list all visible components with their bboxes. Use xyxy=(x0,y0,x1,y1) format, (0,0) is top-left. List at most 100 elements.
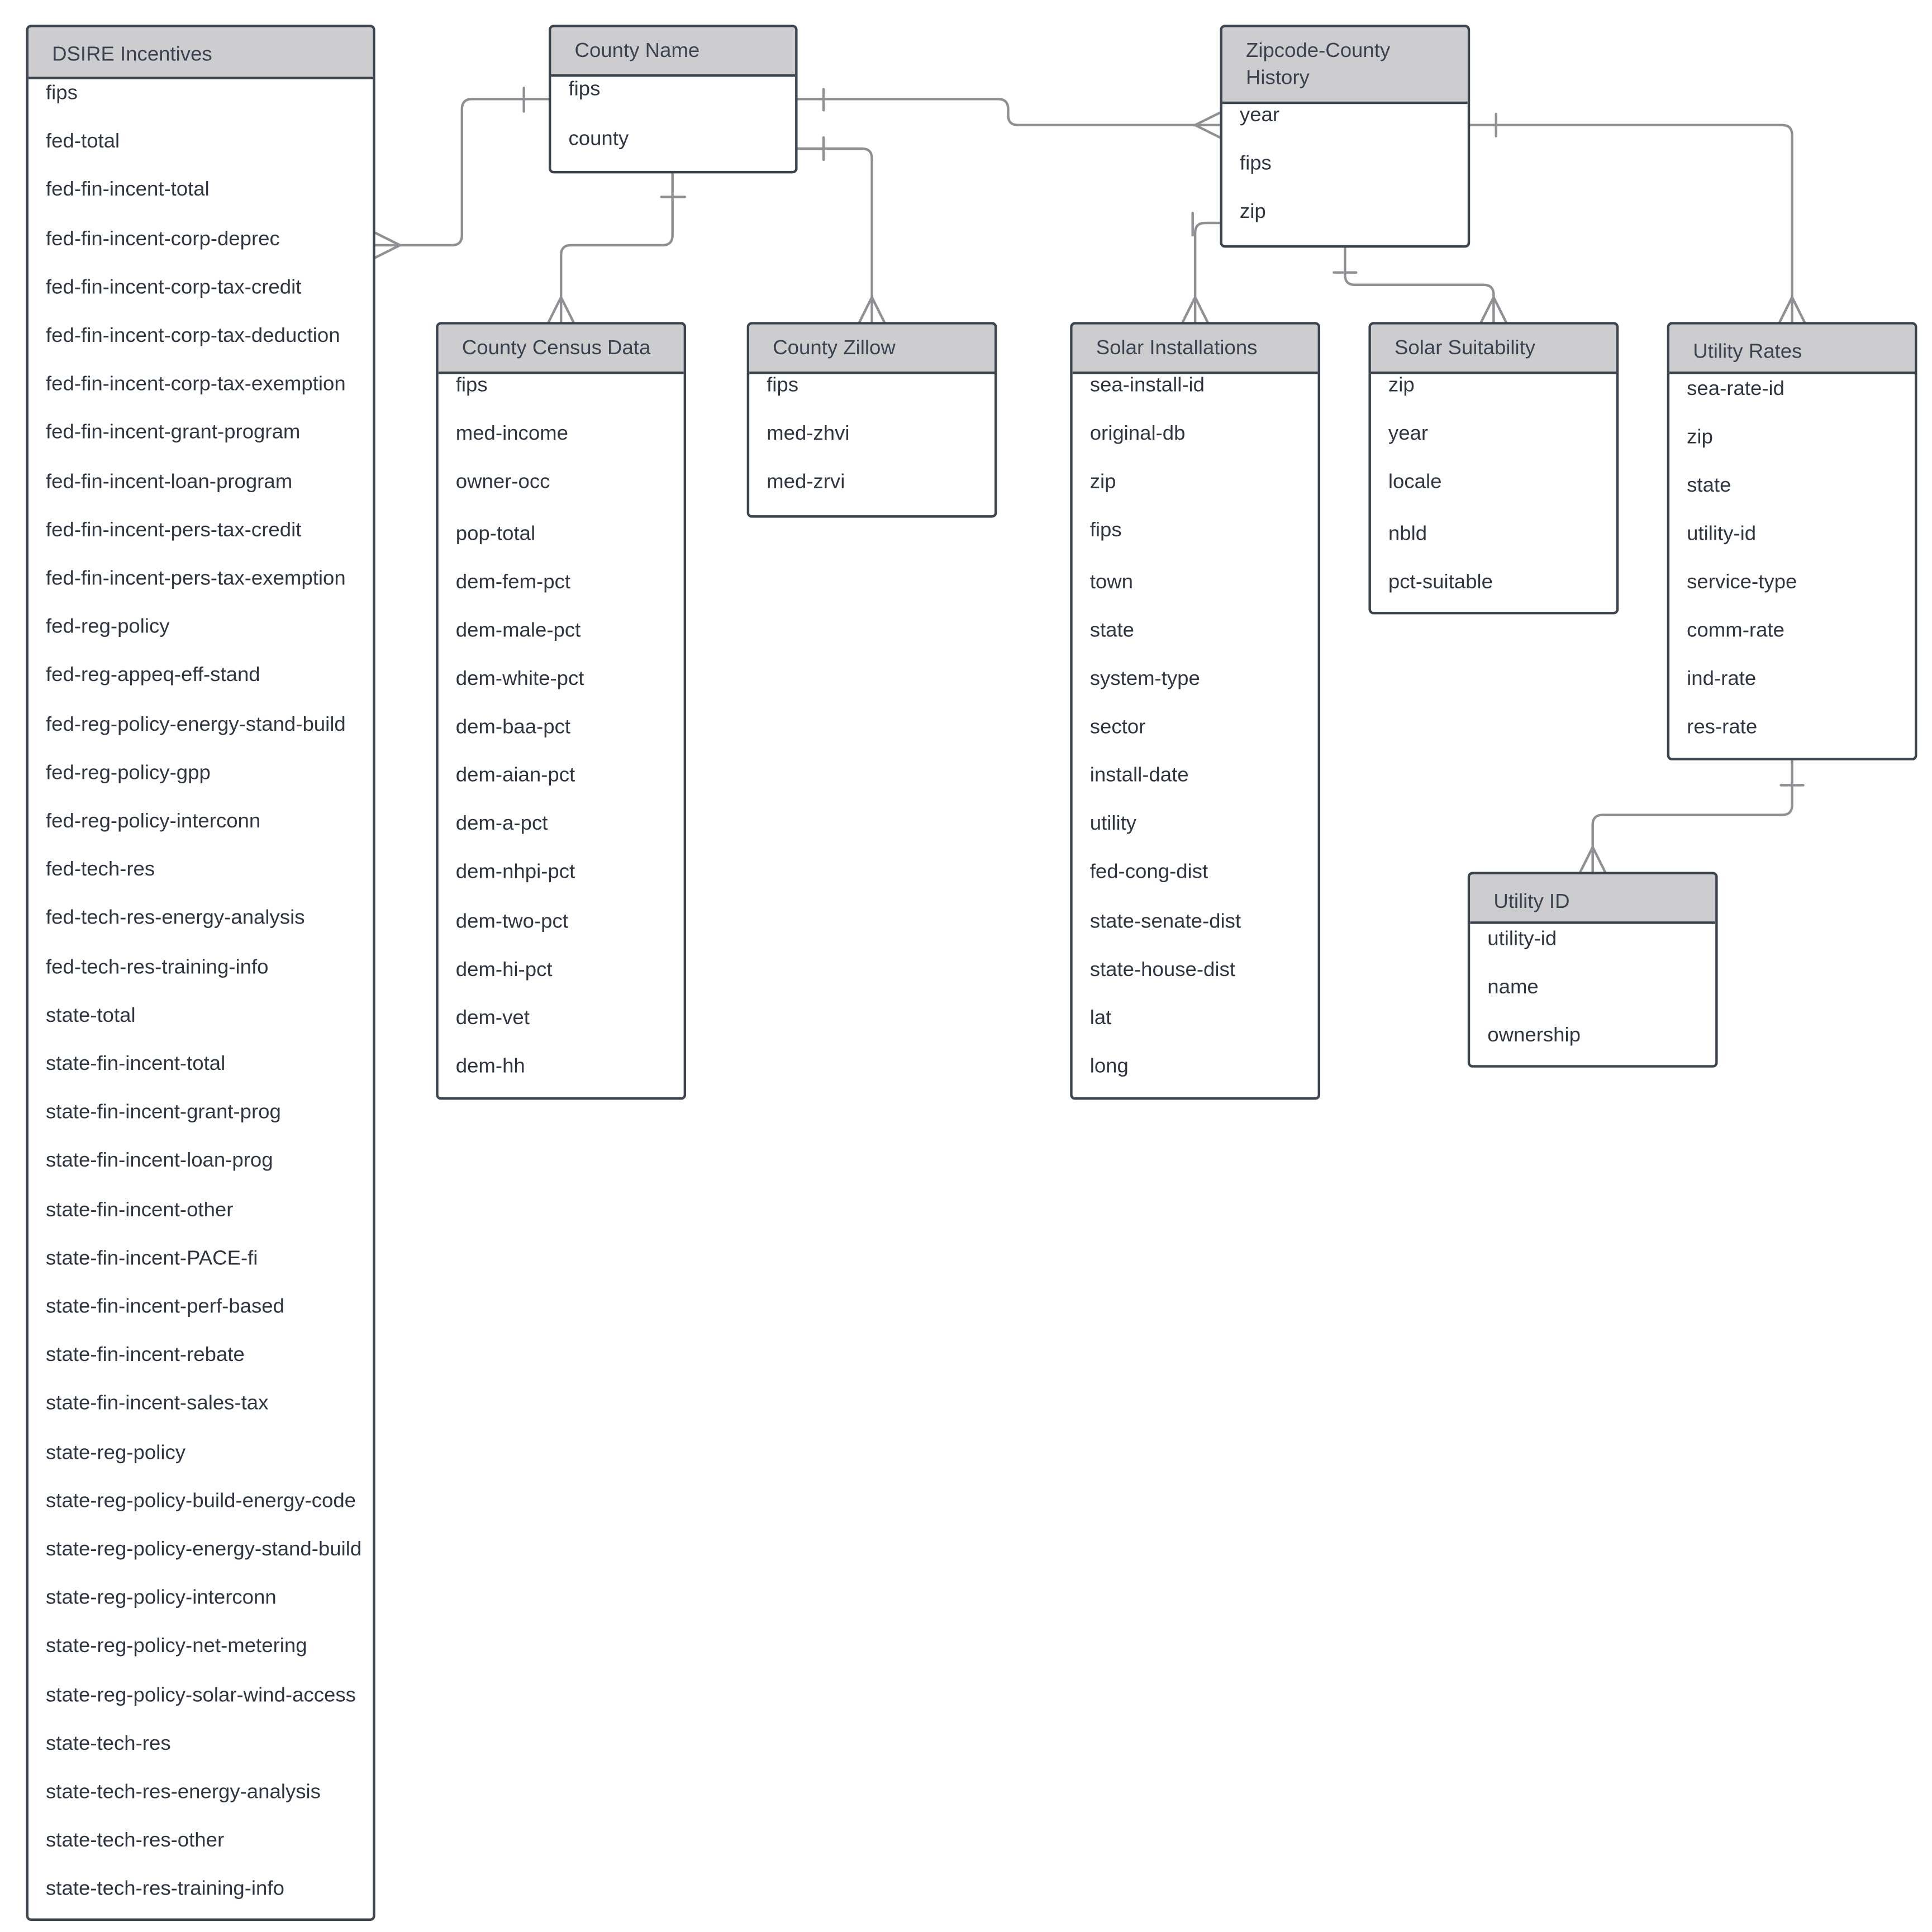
field-dsire-26: state-fin-incent-rebate xyxy=(46,1344,245,1367)
field-dsire-30: state-reg-policy-energy-stand-build xyxy=(46,1538,362,1561)
field-solar-installations-6: system-type xyxy=(1089,667,1200,690)
field-dsire-17: fed-tech-res-energy-analysis xyxy=(46,907,305,930)
relation-county-name-to-dsire xyxy=(374,87,550,259)
field-dsire-1: fed-total xyxy=(46,130,120,153)
field-solar-installations-2: zip xyxy=(1089,470,1116,493)
field-dsire-18: fed-tech-res-training-info xyxy=(46,955,269,978)
field-utility-rates-6: ind-rate xyxy=(1687,667,1757,690)
field-dsire-19: state-total xyxy=(46,1004,136,1027)
field-county-zillow-0: fips xyxy=(767,374,799,397)
field-county-census-3: pop-total xyxy=(455,522,536,545)
field-county-census-10: dem-nhpi-pct xyxy=(455,860,575,883)
field-utility-rates-0: sea-rate-id xyxy=(1687,378,1785,400)
field-dsire-10: fed-fin-incent-pers-tax-exemption xyxy=(46,567,346,590)
field-dsire-5: fed-fin-incent-corp-tax-deduction xyxy=(46,324,340,347)
field-utility-rates-1: zip xyxy=(1687,426,1713,449)
field-solar-suitability-3: nbld xyxy=(1388,522,1427,545)
field-dsire-0: fips xyxy=(46,82,78,104)
field-zip-county-history-1: fips xyxy=(1239,152,1272,175)
field-county-census-14: dem-hh xyxy=(455,1055,525,1078)
field-solar-installations-13: lat xyxy=(1089,1007,1112,1030)
field-dsire-7: fed-fin-incent-grant-program xyxy=(46,421,301,444)
field-county-census-1: med-income xyxy=(455,422,569,445)
utility-id-table[interactable]: Utility ID utility-id name ownership xyxy=(1467,872,1718,1068)
field-dsire-31: state-reg-policy-interconn xyxy=(46,1587,277,1609)
field-dsire-24: state-fin-incent-PACE-fi xyxy=(46,1246,258,1269)
utility-id-title: Utility ID xyxy=(1470,874,1716,924)
field-county-census-11: dem-two-pct xyxy=(455,910,568,933)
field-solar-installations-4: town xyxy=(1089,570,1133,593)
relation-zip-history-to-solar-suitability xyxy=(1333,246,1507,323)
utility-rates-title: Utility Rates xyxy=(1669,324,1915,374)
relation-county-name-to-zillow xyxy=(796,136,886,323)
field-county-census-9: dem-a-pct xyxy=(455,812,548,835)
field-dsire-27: state-fin-incent-sales-tax xyxy=(46,1392,269,1415)
relation-zip-history-to-solar-installations xyxy=(1181,212,1221,323)
solar-installations-title: Solar Installations xyxy=(1072,324,1318,374)
field-solar-installations-11: state-senate-dist xyxy=(1089,910,1241,933)
field-solar-installations-7: sector xyxy=(1089,716,1146,739)
field-solar-installations-3: fips xyxy=(1089,518,1122,541)
field-county-census-6: dem-white-pct xyxy=(455,667,584,690)
field-utility-id-0: utility-id xyxy=(1487,927,1557,950)
field-solar-suitability-0: zip xyxy=(1388,374,1415,397)
field-solar-suitability-1: year xyxy=(1388,422,1429,445)
county-name-title: County Name xyxy=(551,27,796,77)
field-zip-county-history-0: year xyxy=(1239,104,1280,127)
field-dsire-6: fed-fin-incent-corp-tax-exemption xyxy=(46,373,346,396)
zipcode-county-history-table[interactable]: Zipcode-County History year fips zip xyxy=(1220,25,1471,248)
field-utility-rates-7: res-rate xyxy=(1687,716,1758,739)
zipcode-county-history-title: Zipcode-County History xyxy=(1222,27,1468,104)
field-zip-county-history-2: zip xyxy=(1239,201,1266,223)
field-utility-rates-4: service-type xyxy=(1687,570,1797,593)
field-county-census-5: dem-male-pct xyxy=(455,619,581,642)
field-county-census-0: fips xyxy=(455,374,488,397)
field-dsire-8: fed-fin-incent-loan-program xyxy=(46,470,293,493)
field-dsire-11: fed-reg-policy xyxy=(46,616,170,639)
field-county-census-2: owner-occ xyxy=(455,470,550,493)
field-utility-rates-5: comm-rate xyxy=(1687,619,1785,642)
field-county-name-1: county xyxy=(568,127,629,150)
field-dsire-12: fed-reg-appeq-eff-stand xyxy=(46,664,260,687)
field-solar-installations-5: state xyxy=(1089,619,1135,642)
field-county-zillow-2: med-zrvi xyxy=(767,470,845,493)
field-dsire-3: fed-fin-incent-corp-deprec xyxy=(46,227,280,250)
field-dsire-29: state-reg-policy-build-energy-code xyxy=(46,1490,356,1512)
field-dsire-35: state-tech-res-energy-analysis xyxy=(46,1781,321,1803)
relation-county-name-to-census xyxy=(547,172,687,323)
field-dsire-16: fed-tech-res xyxy=(46,858,155,881)
field-utility-rates-3: utility-id xyxy=(1687,522,1757,545)
relation-utility-rates-to-utility-id xyxy=(1579,759,1805,873)
field-solar-installations-1: original-db xyxy=(1089,422,1186,445)
field-dsire-33: state-reg-policy-solar-wind-access xyxy=(46,1683,356,1706)
field-county-census-7: dem-baa-pct xyxy=(455,716,571,739)
county-zillow-table[interactable]: County Zillow fips med-zhvi med-zrvi xyxy=(746,322,997,518)
field-solar-installations-9: utility xyxy=(1089,812,1137,835)
field-utility-id-1: name xyxy=(1487,975,1539,998)
field-solar-installations-10: fed-cong-dist xyxy=(1089,860,1208,883)
field-county-census-8: dem-aian-pct xyxy=(455,764,575,787)
field-utility-id-2: ownership xyxy=(1487,1024,1581,1047)
field-dsire-9: fed-fin-incent-pers-tax-credit xyxy=(46,518,302,541)
relation-zip-history-to-utility-rates xyxy=(1469,112,1806,323)
field-solar-suitability-4: pct-suitable xyxy=(1388,570,1493,593)
field-dsire-32: state-reg-policy-net-metering xyxy=(46,1635,307,1658)
field-dsire-23: state-fin-incent-other xyxy=(46,1198,234,1221)
field-dsire-36: state-tech-res-other xyxy=(46,1829,225,1852)
field-dsire-37: state-tech-res-training-info xyxy=(46,1878,284,1901)
county-zillow-title: County Zillow xyxy=(749,324,995,374)
field-county-census-12: dem-hi-pct xyxy=(455,958,553,981)
field-county-zillow-1: med-zhvi xyxy=(767,422,850,445)
solar-suitability-title: Solar Suitability xyxy=(1371,324,1616,374)
field-dsire-22: state-fin-incent-loan-prog xyxy=(46,1149,273,1172)
field-dsire-13: fed-reg-policy-energy-stand-build xyxy=(46,712,346,735)
field-dsire-28: state-reg-policy xyxy=(46,1441,186,1464)
